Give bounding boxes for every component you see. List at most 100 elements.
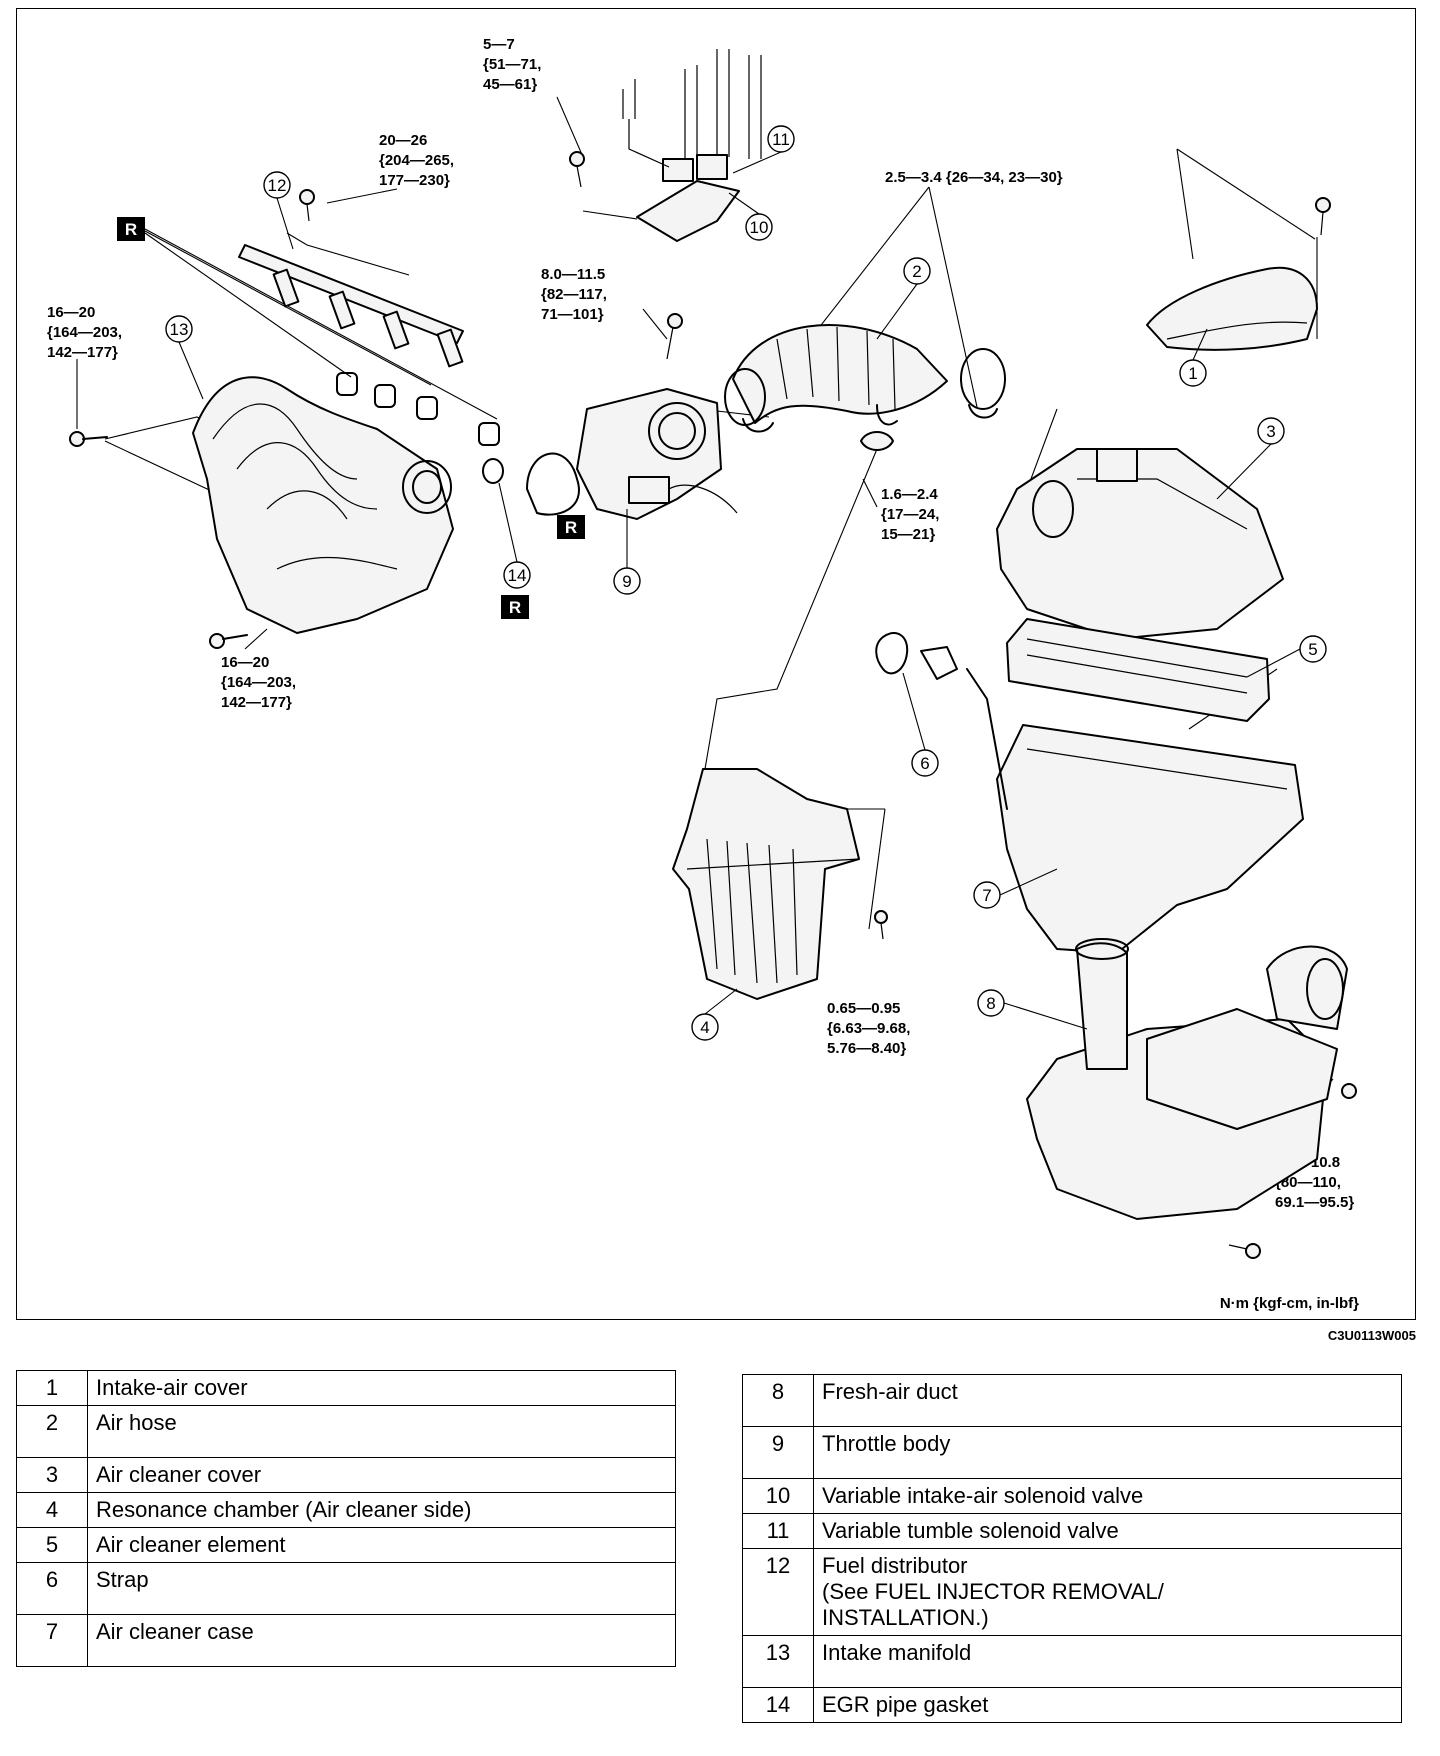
- torque-intake-manifold-bolt-lower: 16—20 {164—203, 142—177}: [221, 654, 296, 711]
- part-name-line: Resonance chamber (Air cleaner side): [96, 1497, 472, 1522]
- part-name-line: Strap: [96, 1567, 149, 1592]
- part-name-line: EGR pipe gasket: [822, 1692, 989, 1717]
- replace-marker-egr-gasket: R: [501, 595, 529, 619]
- callout-1: 1: [1179, 359, 1207, 387]
- part-name-line: Intake-air cover: [96, 1375, 248, 1400]
- svg-text:7: 7: [982, 886, 991, 905]
- intake-manifold: [69, 376, 454, 649]
- part-name-line: Air hose: [96, 1410, 177, 1435]
- replace-marker-gaskets: R: [117, 217, 145, 241]
- svg-text:71—101}: 71—101}: [541, 306, 604, 323]
- callout-11: 11: [767, 125, 795, 153]
- part-name: Throttle body: [813, 1426, 1402, 1479]
- svg-text:{164—203,: {164—203,: [221, 674, 296, 691]
- callout-leaders: [178, 151, 1301, 1030]
- svg-text:1.6—2.4: 1.6—2.4: [881, 486, 938, 503]
- part-number: 6: [16, 1562, 88, 1615]
- part-name-line: Variable tumble solenoid valve: [822, 1518, 1119, 1543]
- torque-intake-manifold-bolt-upper: 16—20 {164—203, 142—177}: [47, 304, 122, 361]
- callout-6: 6: [911, 749, 939, 777]
- fuel-distributor: [238, 189, 464, 368]
- svg-text:16—20: 16—20: [47, 304, 95, 321]
- svg-text:14: 14: [508, 566, 527, 585]
- svg-text:8: 8: [986, 994, 995, 1013]
- part-number: 9: [742, 1426, 814, 1479]
- part-name: Intake-air cover: [87, 1370, 676, 1406]
- units-note: N·m {kgf-cm, in-lbf}: [1219, 1295, 1359, 1312]
- svg-text:142—177}: 142—177}: [221, 694, 292, 711]
- figure-code: C3U0113W005: [1327, 1328, 1416, 1343]
- torque-throttle-body-bolt: 8.0—11.5 {82—117, 71—101}: [541, 266, 607, 323]
- svg-text:5—7: 5—7: [483, 36, 515, 53]
- part-name: Strap: [87, 1562, 676, 1615]
- resonance-chamber: [672, 768, 888, 1000]
- solenoid-valve-assembly: [569, 49, 762, 242]
- part-name: Intake manifold: [813, 1635, 1402, 1688]
- table-row: 4 Resonance chamber (Air cleaner side): [16, 1492, 676, 1528]
- svg-text:5: 5: [1308, 640, 1317, 659]
- part-number: 14: [742, 1687, 814, 1723]
- torque-solenoid-bolt: 5—7 {51—71, 45—61}: [483, 36, 541, 93]
- svg-text:R: R: [509, 598, 521, 617]
- svg-text:142—177}: 142—177}: [47, 344, 118, 361]
- part-name-line: Air cleaner element: [96, 1532, 286, 1557]
- part-name-line: Fuel distributor: [822, 1553, 968, 1578]
- callout-13: 13: [165, 315, 193, 343]
- throttle-body: [526, 313, 738, 520]
- svg-text:4: 4: [700, 1018, 709, 1037]
- part-name-line: Fresh-air duct: [822, 1379, 958, 1404]
- part-name-line: Intake manifold: [822, 1640, 972, 1665]
- svg-text:{82—117,: {82—117,: [541, 286, 607, 303]
- svg-text:R: R: [565, 518, 577, 537]
- air-cleaner-cover: [996, 448, 1284, 640]
- part-name: Fuel distributor(See FUEL INJECTOR REMOV…: [813, 1548, 1402, 1636]
- svg-text:45—61}: 45—61}: [483, 76, 537, 93]
- part-name: Air hose: [87, 1405, 676, 1458]
- svg-text:R: R: [125, 220, 137, 239]
- callout-4: 4: [691, 1013, 719, 1041]
- svg-text:{6.63—9.68,: {6.63—9.68,: [827, 1020, 910, 1037]
- part-number: 1: [16, 1370, 88, 1406]
- callout-8: 8: [977, 989, 1005, 1017]
- part-name: Resonance chamber (Air cleaner side): [87, 1492, 676, 1528]
- table-row: 13 Intake manifold: [742, 1635, 1402, 1688]
- callout-2: 2: [903, 257, 931, 285]
- replace-marker-throttle-gasket: R: [557, 515, 585, 539]
- part-number: 4: [16, 1492, 88, 1528]
- part-number: 12: [742, 1548, 814, 1636]
- part-name: Variable tumble solenoid valve: [813, 1513, 1402, 1549]
- svg-text:9: 9: [622, 572, 631, 591]
- strap: [875, 632, 958, 680]
- svg-text:8.0—11.5: 8.0—11.5: [541, 266, 605, 283]
- svg-text:16—20: 16—20: [221, 654, 269, 671]
- svg-text:13: 13: [170, 320, 189, 339]
- svg-text:5.76—8.40}: 5.76—8.40}: [827, 1040, 906, 1057]
- svg-text:0.65—0.95: 0.65—0.95: [827, 1000, 900, 1017]
- svg-text:1: 1: [1188, 364, 1197, 383]
- part-name-line: Variable intake-air solenoid valve: [822, 1483, 1144, 1508]
- part-name: EGR pipe gasket: [813, 1687, 1402, 1723]
- svg-text:10: 10: [750, 218, 769, 237]
- svg-text:{164—203,: {164—203,: [47, 324, 122, 341]
- svg-text:{17—24,: {17—24,: [881, 506, 939, 523]
- part-number: 10: [742, 1478, 814, 1514]
- svg-text:2: 2: [912, 262, 921, 281]
- svg-text:11: 11: [772, 130, 790, 149]
- part-name: Air cleaner case: [87, 1614, 676, 1667]
- svg-text:3: 3: [1266, 422, 1275, 441]
- part-number: 7: [16, 1614, 88, 1667]
- svg-text:15—21}: 15—21}: [881, 526, 935, 543]
- table-row: 10 Variable intake-air solenoid valve: [742, 1478, 1402, 1514]
- part-number: 13: [742, 1635, 814, 1688]
- torque-air-hose-clamp: 2.5—3.4 {26—34, 23—30}: [885, 169, 1063, 186]
